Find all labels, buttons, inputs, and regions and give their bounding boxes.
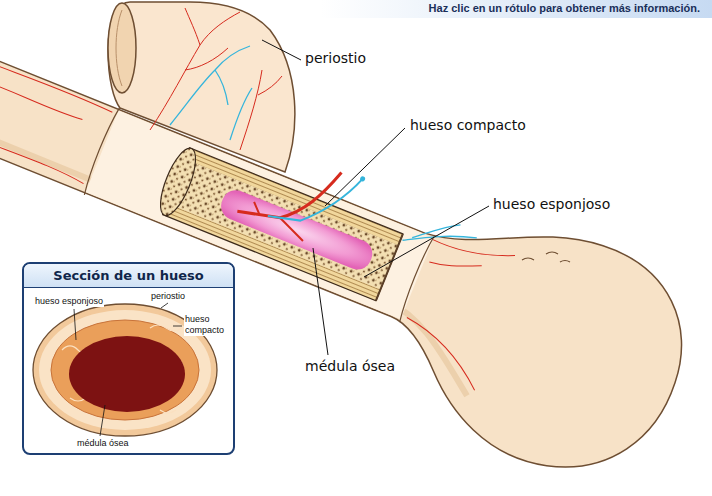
periosteum-flap bbox=[108, 2, 295, 172]
cut-edge bbox=[376, 234, 403, 301]
inset-label: médula ósea bbox=[76, 438, 130, 449]
periosteum-vein bbox=[170, 46, 252, 140]
marrow-cut bbox=[217, 186, 377, 274]
part-label: médula ósea bbox=[305, 358, 395, 375]
section-spongy bbox=[51, 320, 199, 420]
inset-ground bbox=[22, 262, 235, 455]
section-marrow bbox=[69, 336, 185, 412]
vein bbox=[359, 176, 366, 183]
leader-line bbox=[161, 303, 168, 308]
leader-line bbox=[100, 405, 105, 436]
surface-vessel bbox=[0, 42, 113, 184]
leader-line bbox=[74, 309, 76, 340]
leader-line bbox=[364, 206, 489, 277]
inset-leaders bbox=[74, 303, 182, 436]
inset-panel: Sección de un hueso bbox=[22, 262, 235, 455]
periosteum-roll bbox=[108, 3, 136, 93]
leader-lines bbox=[262, 40, 489, 355]
surface-vessel bbox=[387, 225, 528, 390]
part-label: hueso compacto bbox=[410, 117, 526, 134]
leader-line bbox=[262, 40, 301, 60]
inset-label: periostio bbox=[150, 291, 186, 302]
part-label: periostio bbox=[305, 50, 366, 67]
inset-label: hueso esponjoso bbox=[34, 296, 104, 307]
periosteum-edge bbox=[82, 107, 120, 195]
section-inset bbox=[22, 262, 235, 455]
bone-mark bbox=[522, 252, 570, 262]
leader-line bbox=[173, 326, 182, 327]
cut-face bbox=[153, 144, 202, 220]
leader-line bbox=[313, 248, 328, 355]
instruction-text: Haz clic en un rótulo para obtener más i… bbox=[429, 2, 700, 14]
leader-line bbox=[325, 128, 405, 206]
panel-heading: Sección de un hueso bbox=[24, 264, 233, 288]
inset-label: hueso compacto bbox=[184, 314, 232, 336]
roll-curl bbox=[116, 10, 122, 86]
part-label: hueso esponjoso bbox=[493, 196, 610, 213]
top-bar bbox=[0, 0, 712, 18]
surface-vein bbox=[403, 207, 480, 266]
periosteum-sheet bbox=[108, 2, 295, 172]
periosteum-vessel bbox=[150, 8, 282, 150]
